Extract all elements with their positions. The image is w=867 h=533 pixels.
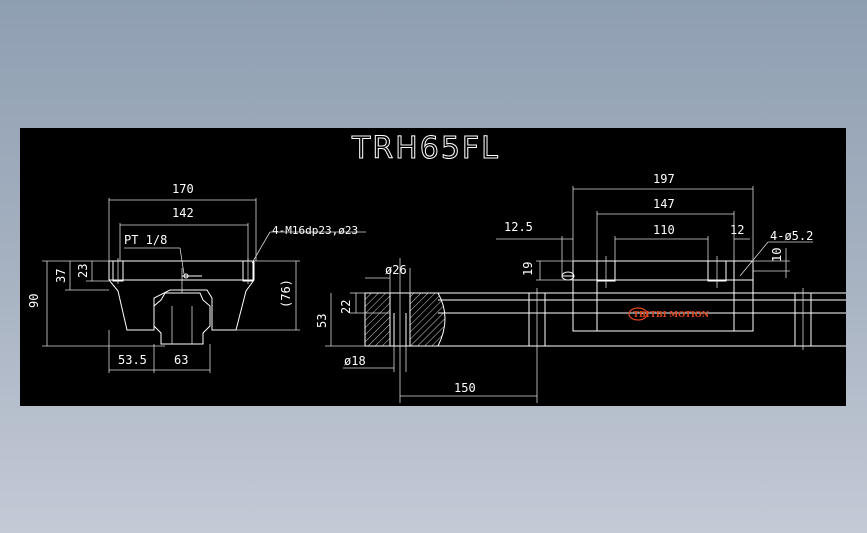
drawing-title: TRH65FL (351, 131, 500, 166)
dim-dia-26: ø26 (385, 263, 407, 277)
dim-37: 37 (54, 269, 68, 283)
dim-12-5: 12.5 (504, 220, 533, 234)
dim-170: 170 (172, 182, 194, 196)
brand-logo-icon (628, 307, 648, 321)
dim-23: 23 (76, 264, 90, 278)
dim-147: 147 (653, 197, 675, 211)
dim-142: 142 (172, 206, 194, 220)
dim-dia-18: ø18 (344, 354, 366, 368)
rail-view: ø26 22 53 ø18 150 (315, 258, 846, 403)
dim-10: 10 (770, 248, 784, 262)
dim-22-b: 22 (339, 300, 353, 314)
dim-19: 19 (521, 262, 535, 276)
carriage-block (572, 260, 754, 332)
front-rail-profile (153, 292, 211, 345)
dim-90: 90 (27, 294, 41, 308)
front-block-outline (108, 260, 255, 331)
hole-note: 4-ø5.2 (770, 229, 813, 243)
dim-53-5: 53.5 (118, 353, 147, 367)
brand-logo-text: TBI MOTION (650, 309, 709, 319)
dim-63: 63 (174, 353, 188, 367)
front-view: 170 142 4-M16dp23,ø23 PT 1/8 90 37 23 (7… (27, 182, 366, 373)
thread-note: 4-M16dp23,ø23 (272, 224, 358, 237)
dim-76: (76) (279, 279, 293, 308)
dim-110: 110 (653, 223, 675, 237)
dim-197: 197 (653, 172, 675, 186)
side-view: TBI TBI MOTION 197 147 110 12.5 12 4-ø5.… (496, 172, 813, 332)
cad-drawing-panel: TRH65FL 170 142 4-M16dp23,ø23 (20, 128, 846, 406)
dim-53: 53 (315, 314, 329, 328)
dim-12: 12 (730, 223, 744, 237)
pt-note: PT 1/8 (124, 233, 167, 247)
svg-text:TBI: TBI (633, 309, 650, 319)
dim-150: 150 (454, 381, 476, 395)
cad-drawing: TRH65FL 170 142 4-M16dp23,ø23 (27, 131, 846, 403)
